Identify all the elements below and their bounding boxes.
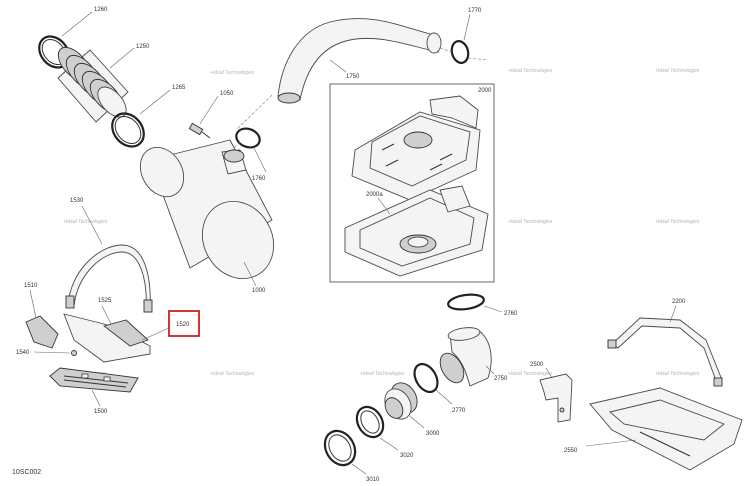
part-3010-ring[interactable] (319, 425, 361, 470)
watermark-text: +Ideal Technologies (210, 371, 255, 377)
watermark-text: +Ideal Technologies (63, 219, 108, 225)
part-3020-ring[interactable] (352, 402, 389, 442)
leader-1525 (101, 305, 113, 327)
part-1250-bellows[interactable] (52, 42, 131, 123)
watermark-text: +Ideal Technologies (655, 219, 700, 225)
part-2760-clamp[interactable] (447, 293, 485, 312)
part-1760-clamp[interactable] (234, 125, 263, 150)
part-1540-screw[interactable] (71, 350, 77, 356)
leader-3000 (409, 415, 425, 429)
leader-1770 (463, 13, 471, 41)
callout-1000: 1000 (252, 288, 266, 294)
leader-1510 (29, 289, 37, 319)
callout-1500: 1500 (94, 409, 108, 415)
leader-2200 (669, 305, 677, 323)
callout-2200: 2200 (672, 299, 686, 305)
watermark-text: +Ideal Technologies (360, 371, 405, 377)
leader-3020 (379, 437, 399, 451)
leader-1050 (199, 95, 219, 125)
diagram-code: 10SC002 (12, 469, 41, 476)
dashed-1770-link (439, 47, 453, 53)
leader-3010 (351, 463, 367, 475)
leader-1260 (61, 11, 93, 37)
dashed-1750-link (235, 94, 273, 131)
watermark-text: +Ideal Technologies (655, 68, 700, 74)
leader-1250 (109, 47, 135, 69)
assembly-2000-frame (329, 83, 495, 283)
part-1770-clamp[interactable] (449, 39, 470, 64)
part-2500-bracket[interactable] (539, 373, 573, 423)
part-1520-guard[interactable] (63, 313, 151, 363)
part-1050-sensor[interactable] (188, 122, 211, 139)
callout-2770: 2770 (452, 408, 466, 414)
callout-1260: 1260 (94, 7, 108, 13)
callout-1760: 1760 (252, 176, 266, 182)
leader-1265 (139, 89, 171, 115)
callout-2500: 2500 (530, 362, 544, 368)
leader-1520 (141, 327, 170, 341)
leader-2770 (435, 389, 453, 405)
watermark-text: +Ideal Technologies (655, 371, 700, 377)
callout-1520: 1520 (176, 322, 190, 328)
part-2770-clamp[interactable] (410, 360, 442, 396)
leader-1000 (243, 261, 257, 287)
dashed-1770-right (467, 57, 489, 61)
leader-1530 (81, 205, 103, 245)
callout-1250: 1250 (136, 44, 150, 50)
callout-3000: 3000 (426, 431, 440, 437)
callout-1770: 1770 (468, 8, 482, 14)
callout-1265: 1265 (172, 85, 186, 91)
watermark-text: +Ideal Technologies (508, 219, 553, 225)
callout-2750: 2750 (494, 376, 508, 382)
callout-2000: 2000 (478, 88, 492, 94)
leader-1760 (253, 147, 267, 173)
part-2000a-base[interactable] (344, 185, 489, 277)
leader-2550 (585, 439, 637, 447)
part-2000-lid[interactable] (351, 95, 481, 201)
callout-3020: 3020 (400, 453, 414, 459)
part-1750-hose[interactable] (277, 18, 442, 104)
callout-1050: 1050 (220, 91, 234, 97)
leader-1540 (33, 351, 71, 354)
part-3000-coupler[interactable] (380, 378, 423, 424)
leader-1750 (329, 59, 347, 73)
part-2550-plate[interactable] (589, 387, 743, 471)
callout-1540: 1540 (16, 350, 30, 356)
callout-1525: 1525 (98, 298, 112, 304)
callout-1750: 1750 (346, 74, 360, 80)
callout-2000a: 2000a (366, 192, 383, 198)
callout-2760: 2760 (504, 311, 518, 317)
leader-2500 (545, 367, 553, 379)
part-1265-clamp[interactable] (106, 107, 151, 153)
watermark-text: +Ideal Technologies (210, 70, 255, 76)
leader-1760-dashed (229, 141, 241, 153)
callout-1530: 1530 (70, 198, 84, 204)
callout-1510: 1510 (24, 283, 38, 289)
leader-1500 (91, 389, 101, 407)
part-2200-brace[interactable] (607, 317, 723, 387)
part-1510-bracket[interactable] (25, 315, 59, 349)
leader-2760 (483, 305, 503, 313)
part-2750-elbow[interactable] (435, 326, 492, 387)
watermark-text: +Ideal Technologies (508, 371, 553, 377)
callout-2550: 2550 (564, 448, 578, 454)
part-1500-grid-plate[interactable] (49, 367, 139, 393)
leader-2000a (377, 197, 391, 215)
highlight-box-1520[interactable] (168, 310, 200, 337)
watermark-text: +Ideal Technologies (508, 68, 553, 74)
leader-2750 (485, 365, 495, 375)
part-1000-airbox[interactable] (132, 139, 288, 291)
part-1530-strap[interactable] (65, 244, 153, 313)
callout-3010: 3010 (366, 477, 380, 483)
